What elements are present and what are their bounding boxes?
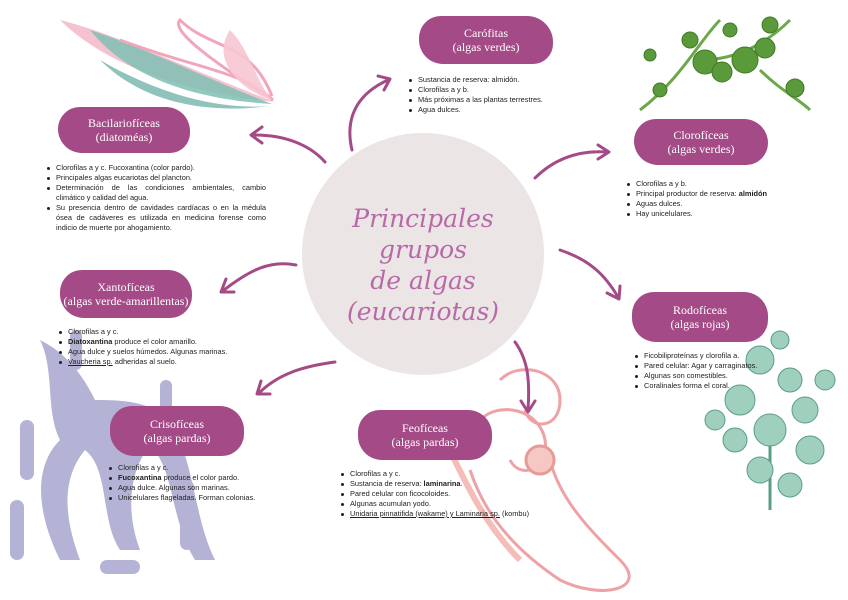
arrows [219, 74, 622, 414]
list-item: Clorofilas a y c. [109, 463, 318, 473]
clorofitas-subtitle: (algas verdes) [667, 142, 735, 156]
list-item: Clorofilas a y c. [59, 327, 258, 337]
center-title-line-3: (eucariotas) [346, 297, 500, 326]
bacilariofitas-list: Clorofilas a y c. Fucoxantina (color par… [44, 163, 266, 233]
seaweed-leaves-illustration [60, 17, 275, 109]
list-item: Pared celular: Agar y carraginatos. [635, 361, 834, 371]
clorofitas-list: Clorofilas a y b. Principal productor de… [624, 179, 836, 219]
bacilariofitas-subtitle: (diatoméas) [95, 130, 153, 144]
center-title-line-2: de algas [370, 266, 476, 295]
list-item: Clorofilas a y b. [627, 179, 836, 189]
list-item: Aguas dulces. [627, 199, 836, 209]
list-item: Principal productor de reserva: almidón [627, 189, 836, 199]
list-item: Agua dulce y suelos húmedos. Algunas mar… [59, 347, 258, 357]
list-item: Clorofilas a y c. Fucoxantina (color par… [47, 163, 266, 173]
xantofitas-subtitle: (algas verde-amarillentas) [63, 294, 189, 308]
list-item: Algunas acumulan yodo. [341, 499, 554, 509]
center-title-line-1: Principales grupos [352, 204, 494, 264]
list-item: Sustancia de reserva: laminarina. [341, 479, 554, 489]
bacilariofitas-pill: Bacilariofíceas (diatoméas) [58, 107, 190, 153]
list-item: Unicelulares flageladas. Forman colonias… [109, 493, 318, 503]
crisofitas-title: Crisofíceas [150, 417, 204, 431]
list-item: Fucoxantina produce el color pardo. [109, 473, 318, 483]
list-item: Clorofilas a y c. [341, 469, 554, 479]
carofitas-list: Sustancia de reserva: almidón. Clorofila… [406, 75, 618, 115]
green-algae-illustration [639, 16, 812, 112]
list-item: Pared celular con ficocoloides. [341, 489, 554, 499]
feofitas-pill: Feofíceas (algas pardas) [358, 410, 492, 460]
feofitas-subtitle: (algas pardas) [391, 435, 459, 449]
bacilariofitas-title: Bacilariofíceas [88, 116, 160, 130]
list-item: Hay unicelulares. [627, 209, 836, 219]
list-item: Diatoxantina produce el color amarillo. [59, 337, 258, 347]
carofitas-title: Carófitas [464, 26, 508, 40]
list-item: Principales algas eucariotas del plancto… [47, 173, 266, 183]
clorofitas-pill: Clorofíceas (algas verdes) [634, 119, 768, 165]
crisofitas-pill: Crisofíceas (algas pardas) [110, 406, 244, 456]
feofitas-title: Feofíceas [402, 421, 448, 435]
feofitas-list: Clorofilas a y c. Sustancia de reserva: … [338, 469, 554, 519]
crisofitas-list: Clorofilas a y c. Fucoxantina produce el… [106, 463, 318, 503]
xantofitas-list: Clorofilas a y c. Diatoxantina produce e… [56, 327, 258, 367]
carofitas-subtitle: (algas verdes) [452, 40, 520, 54]
crisofitas-subtitle: (algas pardas) [143, 431, 211, 445]
list-item: Ficobiliproteínas y clorofila a. [635, 351, 834, 361]
list-item: Algunas son comestibles. [635, 371, 834, 381]
rodofitas-list: Ficobiliproteínas y clorofila a. Pared c… [632, 351, 834, 391]
clorofitas-title: Clorofíceas [673, 128, 729, 142]
rodofitas-pill: Rodofíceas (algas rojas) [632, 292, 768, 342]
list-item: Agua dulce. Algunas son marinas. [109, 483, 318, 493]
xantofitas-pill: Xantofíceas (algas verde-amarillentas) [60, 270, 192, 318]
carofitas-pill: Carófitas (algas verdes) [419, 16, 553, 64]
list-item: Sustancia de reserva: almidón. [409, 75, 618, 85]
center-circle [302, 133, 544, 375]
rodofitas-subtitle: (algas rojas) [670, 317, 730, 331]
list-item: Unidaria pinnatifida (wakame) y Laminari… [341, 509, 554, 519]
list-item: Su presencia dentro de cavidades cardíac… [47, 203, 266, 232]
list-item: Agua dulces. [409, 105, 618, 115]
list-item: Más próximas a las plantas terrestres. [409, 95, 618, 105]
xantofitas-title: Xantofíceas [97, 280, 155, 294]
rodofitas-title: Rodofíceas [673, 303, 727, 317]
list-item: Clorofilas a y b. [409, 85, 618, 95]
list-item: Vaucheria sp. adheridas al suelo. [59, 357, 258, 367]
list-item: Determinación de las condiciones ambient… [47, 183, 266, 202]
green-coral-illustration [704, 330, 836, 510]
center-title: Principales grupos de algas (eucariotas) [310, 203, 536, 327]
list-item: Coralinales forma el coral. [635, 381, 834, 391]
